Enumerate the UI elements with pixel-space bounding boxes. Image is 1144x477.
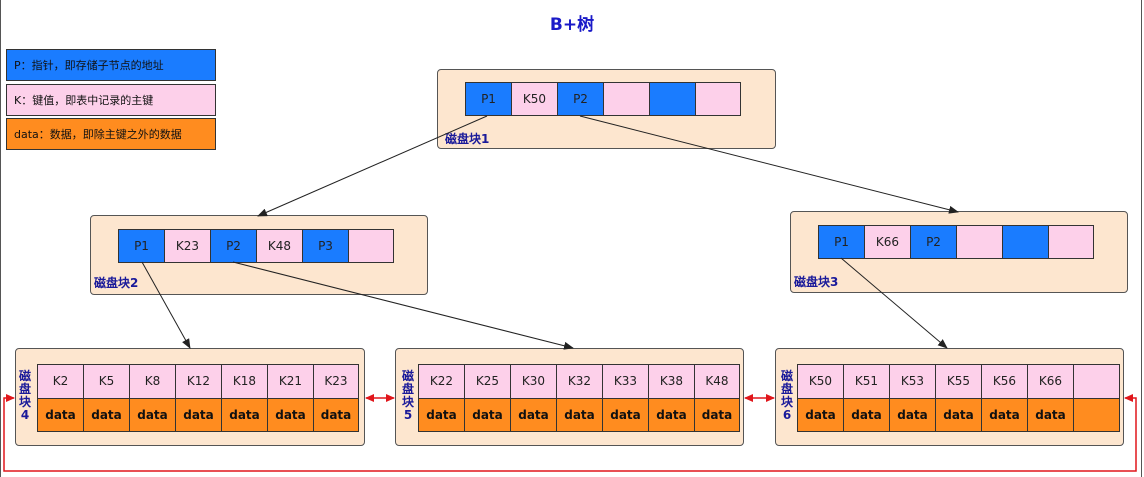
block1-cell-empty-key-2 <box>695 82 741 116</box>
block6-key-5: K56 <box>981 364 1028 399</box>
block6-data-6: data <box>1027 398 1074 432</box>
block3-label: 磁盘块3 <box>794 275 839 289</box>
block1-cell-empty-key <box>603 82 650 116</box>
block5-key-1: K22 <box>418 364 465 399</box>
block4-data-6: data <box>267 398 314 432</box>
block2-cell-p1: P1 <box>118 229 165 263</box>
block6-data-4: data <box>935 398 982 432</box>
block3-cell-p1: P1 <box>818 225 865 259</box>
block4-data-4: data <box>175 398 222 432</box>
root-p1-to-block2-arrow <box>257 115 488 217</box>
block4-key-4: K12 <box>175 364 222 399</box>
block2-p1-to-block4-arrow <box>141 261 191 349</box>
leaf-wrap-link <box>3 394 1137 472</box>
block6-data-7-empty <box>1073 398 1120 432</box>
legend-pointer: P：指针，即存储子节点的地址 <box>6 49 216 81</box>
disk-block-5: 磁盘块5 K22 K25 K30 K32 K33 K38 K48 data da… <box>395 348 744 446</box>
block4-key-5: K18 <box>221 364 268 399</box>
root-p2-to-block3-arrow <box>579 115 959 214</box>
block6-data-2: data <box>843 398 890 432</box>
disk-block-3: P1 K66 P2 磁盘块3 <box>790 211 1128 293</box>
legend-data: data：数据，即除主键之外的数据 <box>6 118 216 150</box>
diagram-title: B+树 <box>549 15 595 35</box>
block6-data-1: data <box>797 398 844 432</box>
block5-data-3: data <box>510 398 557 432</box>
legend-key: K：键值，即表中记录的主键 <box>6 84 216 116</box>
block5-data-4: data <box>556 398 603 432</box>
block4-data-3: data <box>129 398 176 432</box>
block2-cell-p3: P3 <box>302 229 349 263</box>
block1-cell-k50: K50 <box>511 82 558 116</box>
disk-block-1: P1 K50 P2 磁盘块1 <box>437 69 776 149</box>
block3-cell-k66: K66 <box>864 225 911 259</box>
block6-key-7-empty <box>1073 364 1120 399</box>
block4-key-2: K5 <box>83 364 130 399</box>
block5-data-2: data <box>464 398 511 432</box>
block6-key-2: K51 <box>843 364 890 399</box>
block3-cell-empty-key-2 <box>1048 225 1094 259</box>
block6-data-3: data <box>889 398 936 432</box>
block4-key-3: K8 <box>129 364 176 399</box>
block3-cell-p2: P2 <box>910 225 957 259</box>
block2-cell-k23: K23 <box>164 229 211 263</box>
disk-block-2: P1 K23 P2 K48 P3 磁盘块2 <box>90 215 428 295</box>
block2-p2-to-block5-arrow <box>232 261 574 350</box>
right-frame-line <box>1141 0 1142 477</box>
block2-label: 磁盘块2 <box>94 276 139 290</box>
block1-label: 磁盘块1 <box>445 132 490 146</box>
block3-p1-to-block6-arrow <box>840 257 948 349</box>
left-frame-line <box>0 0 1 477</box>
block2-cell-empty-key <box>348 229 394 263</box>
block6-key-3: K53 <box>889 364 936 399</box>
block1-cell-p2: P2 <box>557 82 604 116</box>
block2-cell-k48: K48 <box>256 229 303 263</box>
block5-key-6: K38 <box>648 364 695 399</box>
block3-cell-empty-pointer <box>1002 225 1049 259</box>
block1-cell-p1: P1 <box>465 82 512 116</box>
block4-data-7: data <box>313 398 359 432</box>
block5-data-7: data <box>694 398 740 432</box>
block5-data-1: data <box>418 398 465 432</box>
